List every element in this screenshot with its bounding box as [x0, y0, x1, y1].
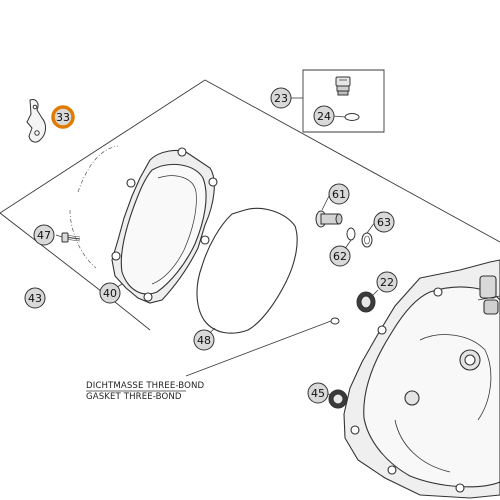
callout-45[interactable]: 45 — [307, 382, 329, 404]
screw-part-47 — [61, 232, 81, 243]
bracket-part-33 — [26, 99, 46, 143]
small-o-ring — [330, 317, 340, 325]
seal-part-22 — [356, 291, 376, 313]
leader-lines — [55, 97, 379, 397]
callout-23-label: 23 — [274, 92, 288, 105]
callout-47[interactable]: 47 — [33, 224, 55, 246]
callout-40[interactable]: 40 — [99, 282, 121, 304]
callout-47-label: 47 — [37, 229, 51, 242]
callout-61-label: 61 — [332, 188, 346, 201]
callout-62-label: 62 — [333, 250, 347, 263]
callout-33-label: 33 — [56, 111, 70, 124]
callout-48[interactable]: 48 — [193, 329, 215, 351]
callout-63-label: 63 — [377, 216, 391, 229]
callout-33[interactable]: 33 — [51, 105, 75, 129]
seal-part-45 — [328, 389, 348, 409]
sealant-note-line-1: DICHTMASSE THREE-BOND — [86, 381, 205, 391]
callout-23-box — [302, 69, 385, 133]
o-ring-part-24 — [344, 113, 360, 121]
plug-part-23 — [335, 76, 351, 96]
sealant-guide-line — [69, 145, 119, 269]
callout-40-label: 40 — [103, 287, 117, 300]
clutch-cover-housing — [343, 259, 500, 499]
shaft-parts-61-62-63 — [315, 210, 373, 248]
callout-63[interactable]: 63 — [373, 211, 395, 233]
callout-23[interactable]: 23 — [270, 87, 292, 109]
callout-24-label: 24 — [317, 110, 331, 123]
callout-43[interactable]: 43 — [24, 287, 46, 309]
callout-48-label: 48 — [197, 334, 211, 347]
callout-43-label: 43 — [28, 292, 42, 305]
callout-24[interactable]: 24 — [313, 105, 335, 127]
callout-22-label: 22 — [380, 276, 394, 289]
gasket-part-48 — [196, 207, 298, 334]
callout-22[interactable]: 22 — [376, 271, 398, 293]
assembly-outline — [0, 79, 500, 331]
outer-cover-part-40 — [111, 147, 218, 304]
callout-45-label: 45 — [311, 387, 325, 400]
sealant-note-line-2: GASKET THREE-BOND — [86, 392, 182, 402]
callout-61[interactable]: 61 — [328, 183, 350, 205]
callout-62[interactable]: 62 — [329, 245, 351, 267]
